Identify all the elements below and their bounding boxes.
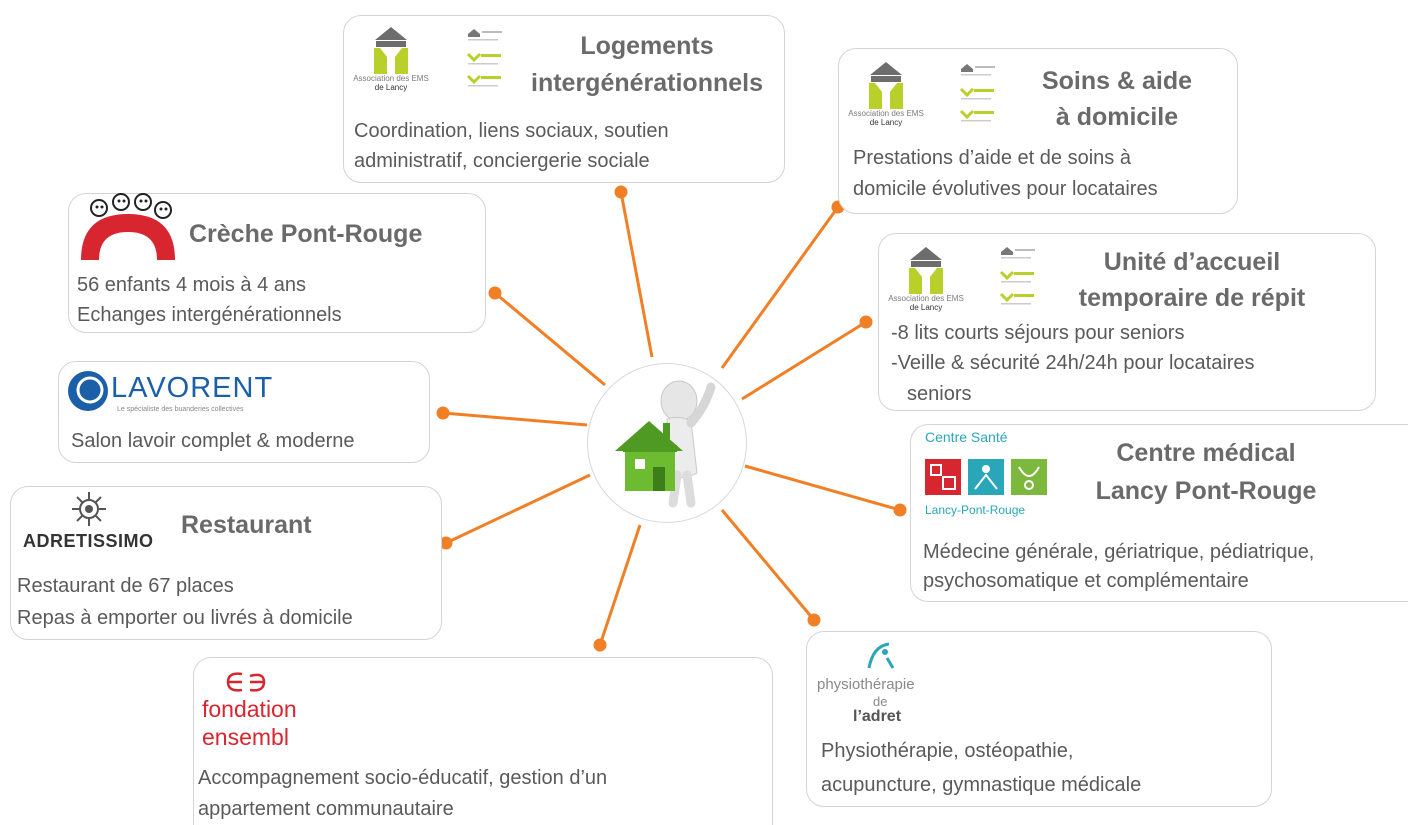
ems-house-icon — [374, 27, 408, 74]
fondation-symbol-icon — [226, 672, 266, 692]
central-hub — [587, 363, 747, 523]
ems-caption-line2: de Lancy — [374, 83, 408, 92]
lavorent-logo-icon — [68, 371, 108, 411]
node-title: Logements intergénérationnels — [531, 32, 763, 97]
ems-caption-line1: Association des EMS — [848, 109, 924, 118]
node-fondation: fondation ensembl Accompagnement socio-é… — [193, 657, 773, 825]
ems-caption-line2: de Lancy — [909, 303, 943, 312]
node-desc-line1: -8 lits courts séjours pour seniors — [891, 322, 1185, 344]
node-title-line2: à domicile — [1055, 103, 1179, 131]
lavorent-tagline: Le spécialiste des buanderies collective… — [117, 406, 244, 413]
centre-sante-logo-bottom: Lancy-Pont-Rouge — [925, 503, 1026, 517]
ems-sub-logos-icon — [999, 247, 1035, 305]
node-desc-line2: acupuncture, gymnastique médicale — [821, 774, 1142, 796]
node-desc-line1: Prestations d’aide et de soins à — [853, 147, 1131, 169]
node-desc-line3: seniors — [907, 383, 972, 405]
physio-logo-line1: physiothérapie — [817, 676, 915, 693]
node-title-line1: Centre médical — [1116, 439, 1296, 467]
adretissimo-logo: ADRETISSIMO — [23, 531, 154, 551]
node-title: Crèche Pont-Rouge — [189, 220, 423, 248]
node-desc-line1: Restaurant de 67 places — [17, 575, 234, 597]
fondation-logo-line2: ensembl — [202, 724, 289, 750]
node-desc-line2: domicile évolutives pour locataires — [853, 178, 1158, 200]
ems-caption-line1: Association des EMS — [888, 294, 964, 303]
sun-logo-icon — [72, 492, 106, 526]
fondation-logo-line1: fondation — [202, 696, 297, 722]
node-title-line1: Unité d’accueil — [1103, 248, 1281, 276]
node-centre-medical: Centre Santé Lancy-Pont-Rouge Centre méd… — [910, 424, 1408, 602]
centre-sante-icons — [925, 459, 1047, 495]
centre-sante-logo-top: Centre Santé — [925, 429, 1008, 445]
ems-caption-line2: de Lancy — [869, 118, 903, 127]
physio-figure-icon — [867, 642, 895, 669]
lavorent-logo-text: LAVORENT — [111, 372, 274, 404]
ems-caption: Association des EMS de Lancy — [845, 109, 927, 127]
node-desc-line2: administratif, conciergerie sociale — [354, 150, 650, 172]
node-title-line1: Soins & aide — [1041, 67, 1193, 95]
node-soins: Association des EMS de Lancy Soins & aid… — [838, 48, 1238, 214]
node-desc-line1: Salon lavoir complet & moderne — [71, 430, 355, 452]
node-creche: Crèche Pont-Rouge 56 enfants 4 mois à 4 … — [68, 193, 486, 333]
node-title-line2: Lancy Pont-Rouge — [1095, 477, 1317, 505]
node-desc-line1: Physiothérapie, ostéopathie, — [821, 740, 1074, 762]
node-desc-line2: Repas à emporter ou livrés à domicile — [17, 607, 353, 629]
ems-caption: Association des EMS de Lancy — [350, 74, 432, 92]
node-desc-line2: appartement communautaire — [198, 798, 454, 820]
ems-caption-line1: Association des EMS — [353, 74, 429, 83]
creche-logo-icon — [81, 193, 175, 260]
ems-logo: Association des EMS de Lancy — [885, 244, 967, 318]
node-logements: Association des EMS de Lancy Logements i… — [343, 15, 785, 183]
ems-caption: Association des EMS de Lancy — [885, 294, 967, 312]
node-desc-line2: -Veille & sécurité 24h/24h pour locatair… — [891, 352, 1255, 374]
node-restaurant: ADRETISSIMO Restaurant Restaurant de 67 … — [10, 486, 442, 640]
node-title: Restaurant — [181, 511, 312, 539]
ems-sub-logos-icon — [466, 29, 502, 87]
physio-logo-line2: de — [873, 694, 888, 709]
house-person-icon — [615, 380, 716, 508]
ems-sub-logos-icon — [959, 64, 995, 122]
physio-logo-line3: l’adret — [853, 708, 902, 725]
node-unite: Association des EMS de Lancy Unité d’acc… — [878, 233, 1376, 411]
node-physio: physiothérapie de l’adret Physiothérapie… — [806, 631, 1272, 807]
node-desc-line2: Echanges intergénérationnels — [77, 304, 342, 326]
ems-logo: Association des EMS de Lancy — [845, 59, 927, 133]
node-lavorent: LAVORENT Le spécialiste des buanderies c… — [58, 361, 430, 463]
node-desc-line1: Médecine générale, gériatrique, pédiatri… — [923, 541, 1315, 563]
node-desc-line1: Accompagnement socio-éducatif, gestion d… — [198, 767, 608, 789]
node-desc-line1: 56 enfants 4 mois à 4 ans — [77, 274, 307, 296]
node-desc-line2: psychosomatique et complémentaire — [923, 570, 1249, 592]
node-title-line2: temporaire de répit — [1078, 284, 1306, 312]
ems-house-icon — [869, 62, 903, 109]
ems-house-icon — [909, 247, 943, 294]
node-desc-line1: Coordination, liens sociaux, soutien — [354, 120, 669, 142]
ems-logo: Association des EMS de Lancy — [350, 24, 432, 98]
